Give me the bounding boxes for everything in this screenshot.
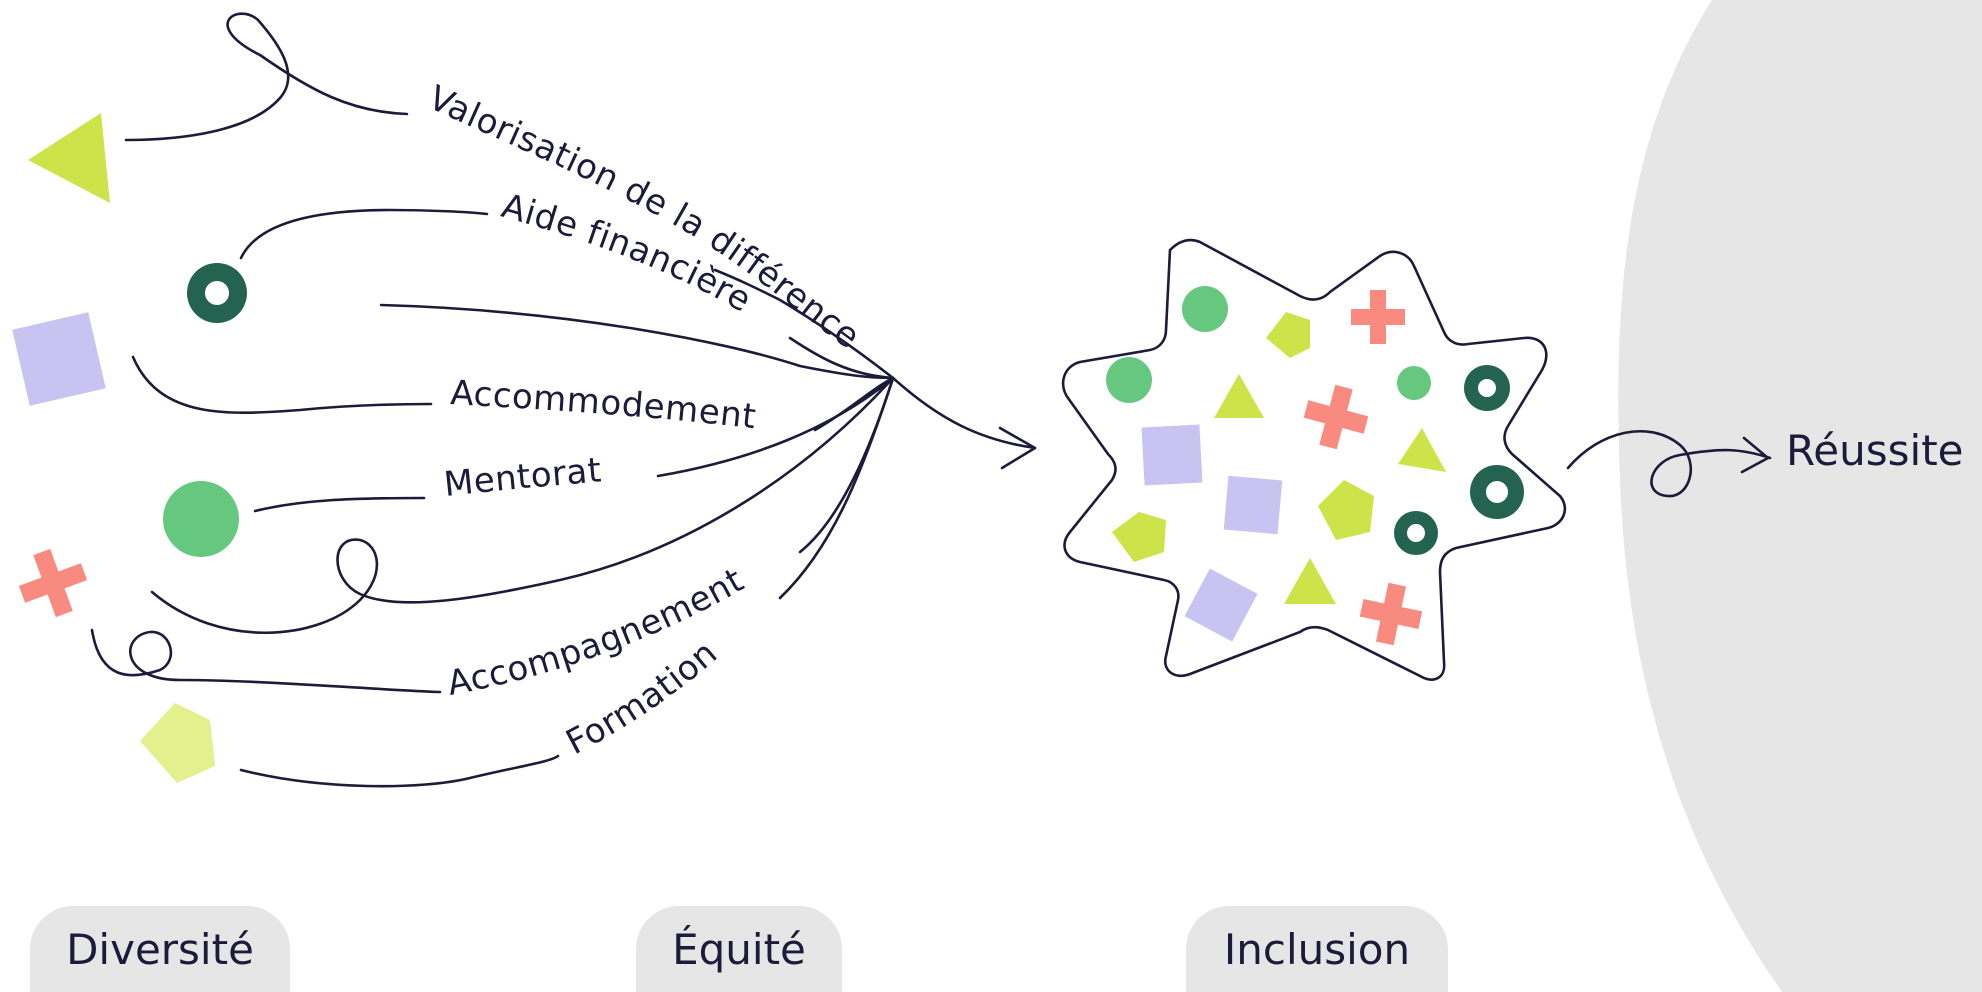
outcome-label: Réussite: [1786, 426, 1964, 475]
pentagon-icon: [1266, 312, 1310, 358]
square-icon: [12, 312, 106, 406]
label-mentorat-text: Mentorat: [442, 450, 603, 505]
triangle-icon: [1284, 558, 1336, 604]
curve-mentorat: [253, 376, 895, 513]
curve-third: [379, 303, 895, 380]
circle-icon: [1106, 357, 1152, 403]
ring-icon: [187, 263, 247, 323]
ring-icon: [1470, 465, 1524, 519]
label-accompagnement-text: Accompagnement: [444, 560, 750, 704]
square-icon: [1141, 424, 1203, 486]
circle-icon: [1182, 286, 1228, 332]
triangle-icon: [1398, 428, 1446, 472]
inclusion-blob: [1061, 238, 1567, 681]
pentagon-icon: [1112, 512, 1166, 562]
circle-icon: [1397, 366, 1431, 400]
curve-loop: [150, 376, 895, 635]
ring-icon: [1464, 365, 1510, 411]
cross-icon: [18, 548, 88, 618]
square-icon: [1223, 475, 1283, 535]
ring-icon: [1394, 511, 1438, 555]
curve-valorisation: [124, 12, 895, 380]
converging-curves: [90, 12, 1037, 788]
circle-icon: [163, 481, 239, 557]
stage-equite: Équité: [636, 906, 842, 992]
pentagon-icon: [140, 703, 215, 783]
stage-inclusion: Inclusion: [1186, 906, 1448, 992]
outcome-arrowhead: [1740, 436, 1770, 474]
success-region: [1618, 0, 1982, 992]
square-icon: [1184, 568, 1258, 642]
curve-formation: [239, 376, 895, 788]
triangle-icon: [28, 113, 110, 203]
cross-icon: [1351, 290, 1405, 344]
label-mentorat: Mentorat: [442, 450, 603, 505]
pentagon-icon: [1318, 480, 1374, 540]
cross-icon: [1359, 582, 1423, 646]
label-accompagnement: Accompagnement: [444, 560, 750, 704]
cross-icon: [1303, 384, 1369, 450]
triangle-icon: [1214, 374, 1264, 418]
label-valorisation-text: Valorisation de la différence: [422, 78, 866, 357]
stage-diversite: Diversité: [30, 906, 290, 992]
label-valorisation: Valorisation de la différence: [422, 78, 867, 357]
outcome-arrow: [1566, 430, 1772, 498]
label-accommodement-text: Accommodement: [449, 373, 757, 437]
label-accommodement: Accommodement: [449, 373, 758, 437]
arrow-tail: [891, 376, 1037, 450]
